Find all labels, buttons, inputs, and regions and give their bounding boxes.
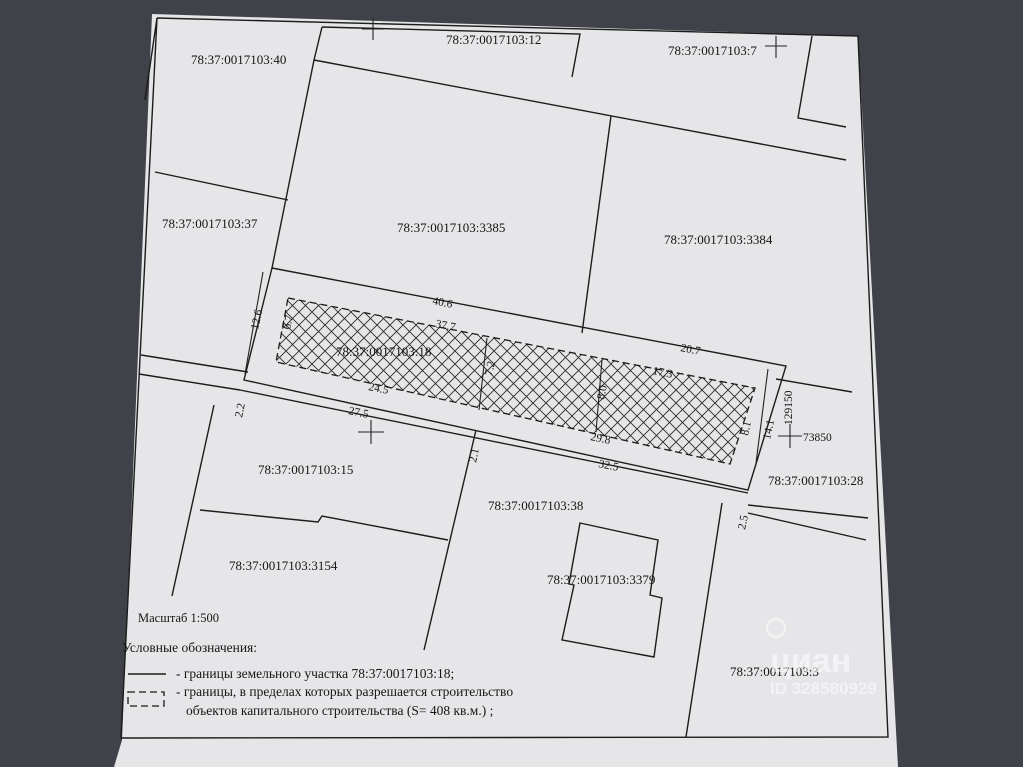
parcel-label: 78:37:0017103:40	[191, 52, 286, 67]
parcel-label: 78:37:0017103:3154	[229, 558, 338, 573]
grid-cross-marker	[358, 420, 384, 444]
grid-cross-marker	[765, 36, 787, 58]
watermark: циан ID 328580929	[766, 618, 877, 698]
street-line	[140, 354, 249, 373]
scale-label: Масштаб 1:500	[138, 611, 219, 625]
dimension-label: 6.7	[281, 314, 296, 331]
dimension-label: 2.2	[233, 402, 248, 419]
boundary-line	[321, 26, 581, 78]
legend-item-buildable: - границы, в пределах которых разрешаетс…	[176, 684, 513, 699]
street-line	[775, 378, 853, 393]
legend-dashed-box-icon	[127, 691, 165, 707]
parcel-label-main: 78:37:0017103:18	[336, 344, 431, 359]
location-pin-icon	[766, 618, 786, 638]
boundary-line	[199, 509, 449, 541]
parcel-label: 78:37:0017103:3384	[664, 232, 773, 247]
dimension-label: 24.5	[367, 381, 389, 397]
boundary-line	[313, 26, 323, 61]
dimension-label: 32.5	[597, 458, 619, 474]
boundary-line	[423, 429, 477, 651]
street-line	[747, 512, 867, 541]
watermark-id: ID 328580929	[770, 679, 877, 698]
watermark-brand: циан	[770, 642, 851, 680]
dimension-line	[244, 271, 264, 375]
main-parcel-boundary	[243, 267, 787, 491]
parcel-label: 78:37:0017103:3	[730, 664, 819, 679]
boundary-line	[171, 404, 215, 597]
dimension-label: 29.8	[589, 431, 611, 447]
legend-item-boundary: - границы земельного участка 78:37:00171…	[176, 666, 454, 681]
building-outline	[561, 522, 663, 658]
parcel-label: 78:37:0017103:3385	[397, 220, 505, 235]
boundary-line	[797, 35, 847, 128]
dimension-label: 20.7	[679, 342, 701, 358]
dimension-line	[478, 337, 488, 411]
parcel-label: 78:37:0017103:28	[768, 473, 863, 488]
dimension-label: 37.7	[434, 318, 456, 334]
grid-cross-marker	[778, 424, 802, 448]
parcel-label: 78:37:0017103:38	[488, 498, 583, 513]
dimension-label: 7.2	[483, 360, 498, 377]
dimension-label: 17.3	[651, 365, 673, 381]
parcel-label: 78:37:0017103:15	[258, 462, 353, 477]
parcel-label: 78:37:0017103:12	[446, 32, 541, 47]
parcel-label: 78:37:0017103:3379	[547, 572, 655, 587]
boundary-line	[581, 115, 612, 334]
dimension-label: 2.1	[467, 447, 482, 464]
legend-title: Условные обозначения:	[122, 640, 257, 655]
legend-item-buildable-cont: объектов капитального строительства (S= …	[186, 703, 493, 718]
dimension-label: 8.1	[739, 420, 754, 437]
dimension-label: 2.5	[736, 514, 751, 531]
boundary-line	[271, 59, 315, 269]
dimension-label: 27.5	[347, 405, 369, 421]
dimension-label: 12.6	[249, 308, 265, 330]
dimension-line	[595, 359, 603, 433]
boundary-line	[313, 59, 847, 161]
parcel-label: 78:37:0017103:37	[162, 216, 258, 231]
boundary-line	[144, 17, 158, 101]
parcel-label: 78:37:0017103:7	[668, 43, 757, 58]
dimension-line	[755, 368, 769, 464]
coordinate-label: 73850	[803, 432, 832, 444]
dimension-label: 8.0	[595, 384, 610, 401]
grid-cross-marker	[362, 18, 384, 40]
boundary-line	[239, 389, 749, 494]
plan-frame	[120, 17, 889, 739]
boundary-line	[685, 502, 723, 738]
dimension-label: 40.6	[431, 295, 453, 311]
street-line	[747, 504, 869, 519]
buildable-zone	[275, 297, 756, 465]
boundary-line	[154, 171, 289, 201]
dimension-label: 14.1	[761, 418, 777, 440]
street-line	[138, 373, 241, 391]
coordinate-label: 129150	[783, 390, 795, 425]
